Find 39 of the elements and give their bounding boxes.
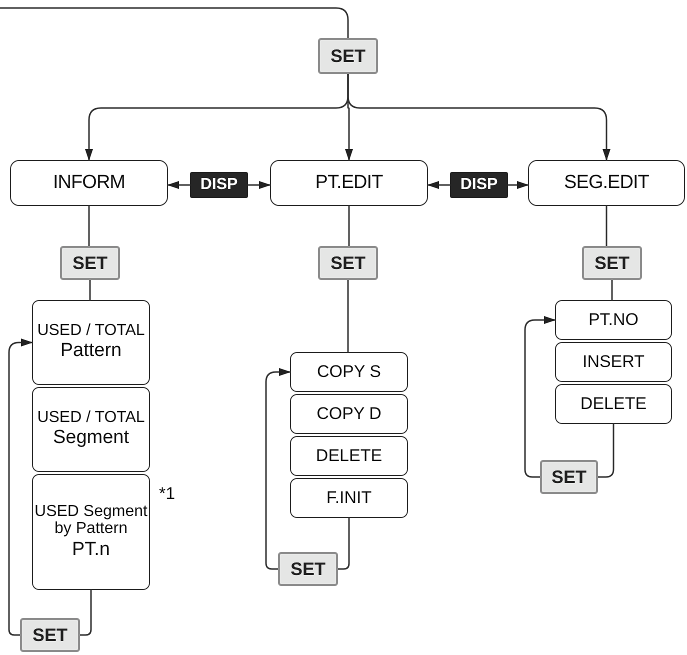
mode-box: INFORM: [10, 160, 168, 206]
arrow: [265, 368, 291, 570]
set-key: SET: [318, 246, 378, 280]
arrow: [167, 181, 190, 189]
connector-line: [606, 206, 608, 246]
set-key: SET: [20, 618, 80, 652]
mode-box: PT.EDIT: [270, 160, 428, 206]
footnote-mark: *1: [159, 483, 176, 504]
disp-key: DISP: [450, 172, 508, 198]
arrow: [508, 181, 529, 189]
menu-item-box: USED / TOTAL Segment: [32, 387, 150, 472]
arrow: [524, 316, 556, 478]
arrow: [248, 181, 271, 189]
connector-line: [347, 280, 349, 352]
set-key: SET: [318, 38, 378, 74]
disp-key: DISP: [190, 172, 248, 198]
menu-item-box: PT.NO: [555, 300, 672, 340]
menu-item-box: INSERT: [555, 342, 672, 382]
connector-line: [88, 206, 90, 246]
connector-line: [89, 280, 91, 300]
arrow: [427, 181, 450, 189]
mode-box: SEG.EDIT: [528, 160, 685, 206]
arrow: [8, 338, 33, 636]
connector-line: [611, 280, 613, 300]
arrow: [347, 74, 610, 161]
menu-item-box: COPY S: [290, 352, 408, 392]
menu-item-box: USED / TOTAL Pattern: [32, 300, 150, 385]
menu-item-box: COPY D: [290, 394, 408, 434]
connector-line: [80, 590, 92, 636]
menu-item-box: F.INIT: [290, 478, 408, 518]
set-key: SET: [278, 552, 338, 586]
connector-line: [0, 7, 349, 38]
set-key: SET: [60, 246, 120, 280]
menu-item-box: DELETE: [290, 436, 408, 476]
menu-item-box: DELETE: [555, 384, 672, 424]
connector-line: [338, 518, 350, 570]
set-key: SET: [582, 246, 642, 280]
connector-line: [348, 206, 350, 246]
set-key: SET: [540, 460, 598, 494]
